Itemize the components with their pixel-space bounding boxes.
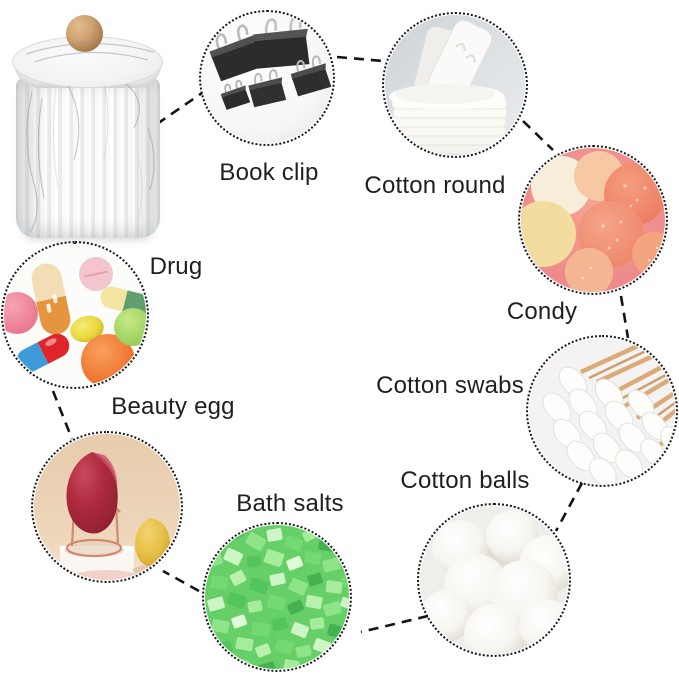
item-label-bath-salts: Bath salts xyxy=(236,490,344,517)
cotton-round-photo xyxy=(385,15,525,155)
connector-bathsalts-beautyegg xyxy=(162,569,200,593)
bath-salts-circle xyxy=(202,522,352,672)
item-label-beauty-egg: Beauty egg xyxy=(111,393,235,420)
connector-swabs-balls xyxy=(554,482,584,532)
drug-circle xyxy=(1,241,149,389)
jar-wooden-knob xyxy=(66,15,103,52)
marble-storage-jar-photo xyxy=(8,8,168,240)
beauty-sponges-photo xyxy=(34,434,180,580)
candy-photo xyxy=(521,148,665,292)
item-label-cotton-balls: Cotton balls xyxy=(400,467,530,494)
connector-condy-swabs xyxy=(619,295,630,339)
book-clips-photo xyxy=(202,13,332,143)
connector-jar-bookclip xyxy=(156,91,203,126)
cotton-round-circle xyxy=(382,12,528,158)
item-label-cotton-round: Cotton round xyxy=(364,172,506,199)
item-label-book-clip: Book clip xyxy=(219,159,319,186)
item-label-cotton-swabs: Cotton swabs xyxy=(376,372,524,399)
cotton-swabs-circle xyxy=(526,335,678,487)
cotton-balls-circle xyxy=(417,503,571,657)
pills-photo xyxy=(4,244,146,386)
item-label-drug: Drug xyxy=(149,253,203,280)
bath-salts-photo xyxy=(205,525,349,669)
connector-balls-bathsalts xyxy=(360,614,429,634)
cotton-swabs-photo xyxy=(529,338,675,484)
book-clip-circle xyxy=(199,10,335,146)
binder-clips xyxy=(209,16,332,110)
connector-cottonround-condy xyxy=(522,120,554,151)
beauty-egg-circle xyxy=(31,431,183,583)
item-label-condy: Condy xyxy=(506,298,578,325)
connector-drug-beautyegg xyxy=(51,390,74,440)
jar-marble-veins xyxy=(25,42,155,233)
jar-body xyxy=(16,78,160,238)
cotton-balls-photo xyxy=(420,506,568,654)
condy-circle xyxy=(518,145,668,295)
connector-bookclip-cottonround xyxy=(336,55,384,63)
